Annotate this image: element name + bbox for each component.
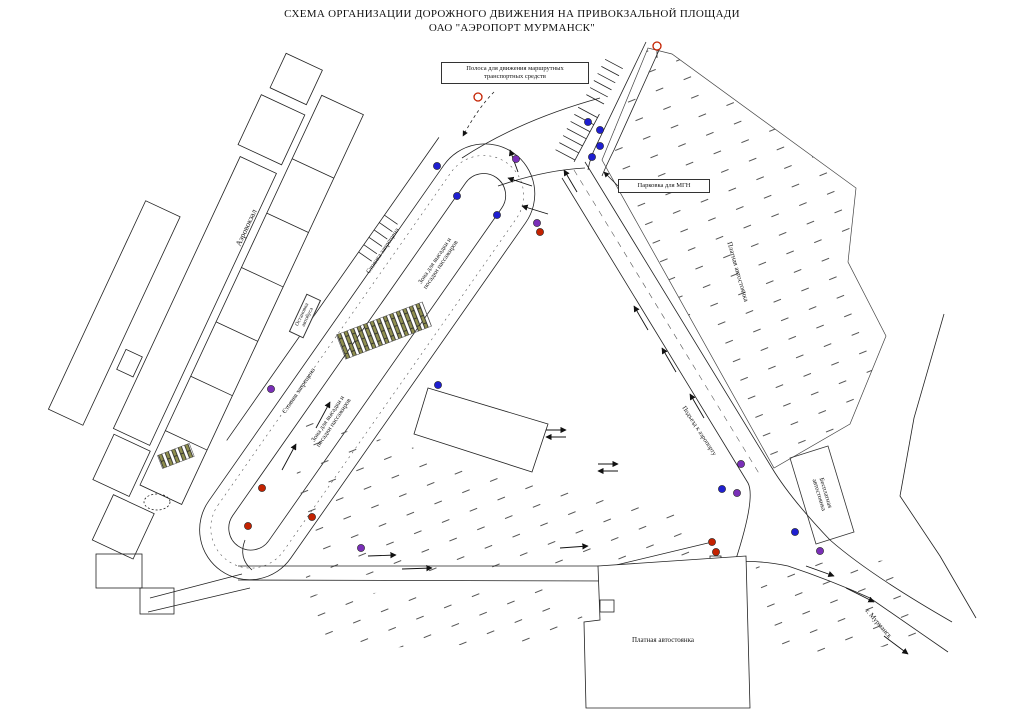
ring-sign-dot <box>652 41 662 51</box>
blue-sign-dot <box>584 118 592 126</box>
bus-lane-callout: Полоса для движения маршрутных транспорт… <box>441 62 589 85</box>
purple-sign-dot <box>267 385 275 393</box>
free-parking-area <box>789 445 855 545</box>
right-boundary <box>899 313 977 619</box>
pedestrian-crossing <box>336 301 432 360</box>
purple-sign-dot <box>512 155 520 163</box>
red-sign-dot <box>712 548 720 556</box>
blue-sign-dot <box>596 142 604 150</box>
red-sign-dot <box>536 228 544 236</box>
blue-sign-dot <box>434 381 442 389</box>
purple-sign-dot <box>357 544 365 552</box>
red-sign-dot <box>244 522 252 530</box>
purple-sign-dot <box>816 547 824 555</box>
paid-parking-right-area <box>601 47 887 469</box>
blue-sign-dot <box>433 162 441 170</box>
purple-sign-dot <box>733 489 741 497</box>
blue-sign-dot <box>596 126 604 134</box>
ticks-below-road <box>300 588 600 650</box>
paid-parking-bottom-building <box>583 555 751 709</box>
blue-sign-dot <box>493 211 501 219</box>
blue-sign-dot <box>718 485 726 493</box>
red-sign-dot <box>308 513 316 521</box>
purple-sign-dot <box>533 219 541 227</box>
purple-sign-dot <box>737 460 745 468</box>
red-sign-dot <box>708 538 716 546</box>
mgn-leader <box>603 171 619 187</box>
flow-arrows <box>281 149 909 655</box>
parking-stalls-2 <box>586 58 623 105</box>
red-sign-dot <box>258 484 266 492</box>
ring-sign-dot <box>473 92 483 102</box>
bus-lane-leader <box>462 91 495 137</box>
blue-sign-dot <box>791 528 799 536</box>
blue-sign-dot <box>453 192 461 200</box>
blue-sign-dot <box>588 153 596 161</box>
traffic-sign-dots <box>244 41 824 556</box>
mgn-parking-callout: Парковка для МГН <box>618 179 710 194</box>
scheme-title-line1: СХЕМА ОРГАНИЗАЦИИ ДОРОЖНОГО ДВИЖЕНИЯ НА … <box>284 8 740 20</box>
ticks-bottom-right <box>755 560 935 660</box>
traffic-island <box>413 387 549 473</box>
central-area-ticks <box>292 418 706 578</box>
scheme-title-line2: ОАО "АЭРОПОРТ МУРМАНСК" <box>428 21 596 34</box>
terminal-buildings <box>47 52 364 560</box>
bottom-road <box>147 539 949 653</box>
pedestrian-crossing-small <box>157 442 195 469</box>
outbuildings <box>95 493 175 615</box>
paid-parking-bottom-label: Платная автостоянка <box>631 636 695 645</box>
scheme-title: СХЕМА ОРГАНИЗАЦИИ ДОРОЖНОГО ДВИЖЕНИЯ НА … <box>0 8 1024 36</box>
